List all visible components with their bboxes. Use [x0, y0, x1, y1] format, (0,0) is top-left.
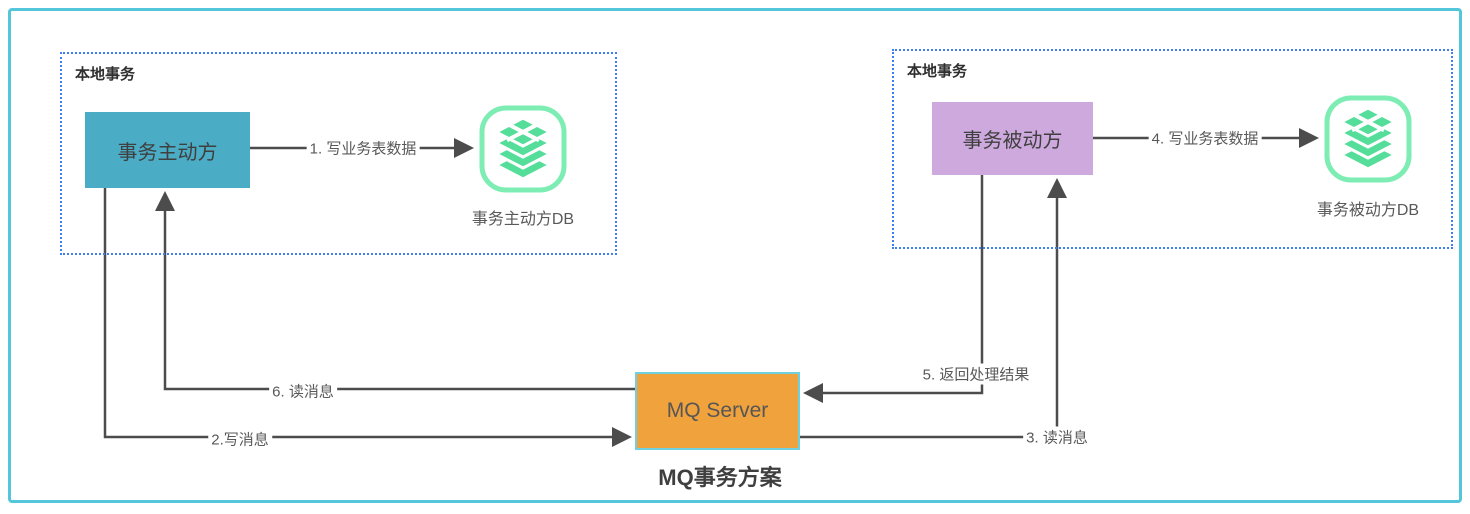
- diagram-title: MQ事务方案: [658, 465, 782, 490]
- node-transaction-passive-party: 事务被动方: [932, 102, 1093, 175]
- database-label: 事务被动方DB: [1316, 202, 1420, 219]
- group-label: 本地事务: [75, 66, 136, 83]
- database-icon: [1322, 93, 1414, 185]
- database-label: 事务主动方DB: [471, 211, 575, 228]
- node-label: 事务被动方: [962, 130, 1063, 152]
- node-mq-server: MQ Server: [635, 372, 800, 450]
- group-local-transaction-passive: 本地事务: [892, 49, 1453, 249]
- group-label: 本地事务: [907, 63, 968, 80]
- edge-read-message-active-line: [155, 191, 635, 391]
- node-transaction-active-party: 事务主动方: [85, 112, 250, 188]
- edge-write-message-line: [103, 188, 632, 447]
- node-label: MQ Server: [666, 399, 769, 422]
- group-local-transaction-active: 本地事务: [60, 52, 617, 255]
- edge-label-write-message: 2.写消息: [208, 428, 272, 450]
- node-label: 事务主动方: [117, 141, 218, 164]
- database-icon: [477, 103, 569, 195]
- edge-label-read-message-passive: 3. 读消息: [1023, 426, 1091, 448]
- edge-label-return-result: 5. 返回处理结果: [919, 363, 1033, 385]
- edge-label-write-business-active: 1. 写业务表数据: [306, 137, 420, 159]
- edge-label-read-message-active: 6. 读消息: [269, 380, 337, 402]
- edge-return-result-line: [803, 173, 984, 403]
- edge-label-write-business-passive: 4. 写业务表数据: [1148, 127, 1262, 149]
